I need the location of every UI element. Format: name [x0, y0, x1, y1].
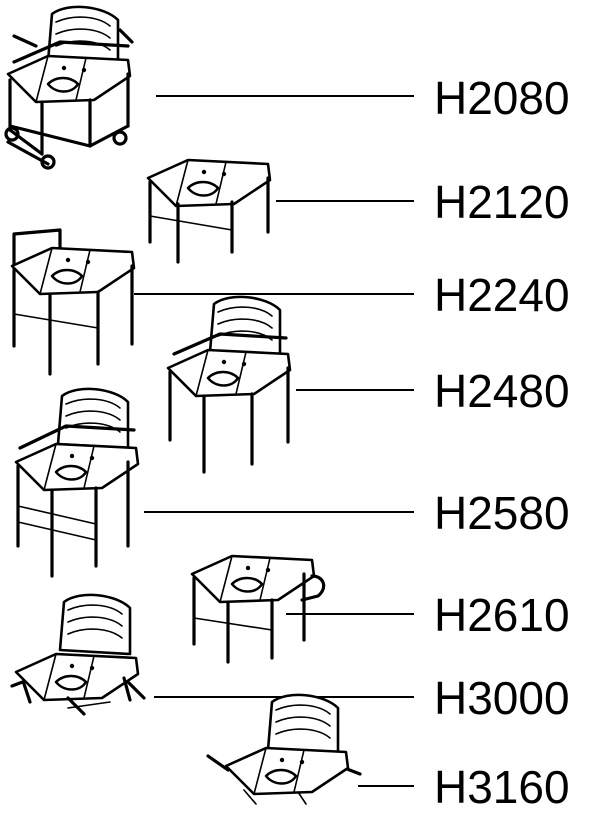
- part-code-h2120: H2120: [434, 176, 570, 228]
- chair-drawing-h2580: [14, 387, 140, 578]
- chair-drawing-h2610: [190, 554, 326, 664]
- chair-drawing-h2480: [166, 295, 292, 474]
- chair-drawing-h3160: [206, 693, 362, 805]
- part-code-h2610: H2610: [434, 589, 570, 641]
- chair-drawing-h2080: [4, 5, 134, 170]
- chair-drawing-h2240: [10, 228, 136, 376]
- part-code-h3000: H3000: [434, 672, 570, 724]
- part-code-h2480: H2480: [434, 365, 570, 417]
- chair-drawing-h2120: [146, 158, 272, 264]
- part-code-h2580: H2580: [434, 487, 570, 539]
- chair-drawing-h3000: [10, 593, 146, 716]
- part-code-h2080: H2080: [434, 72, 570, 124]
- part-code-h2240: H2240: [434, 269, 570, 321]
- part-code-h3160: H3160: [434, 761, 570, 813]
